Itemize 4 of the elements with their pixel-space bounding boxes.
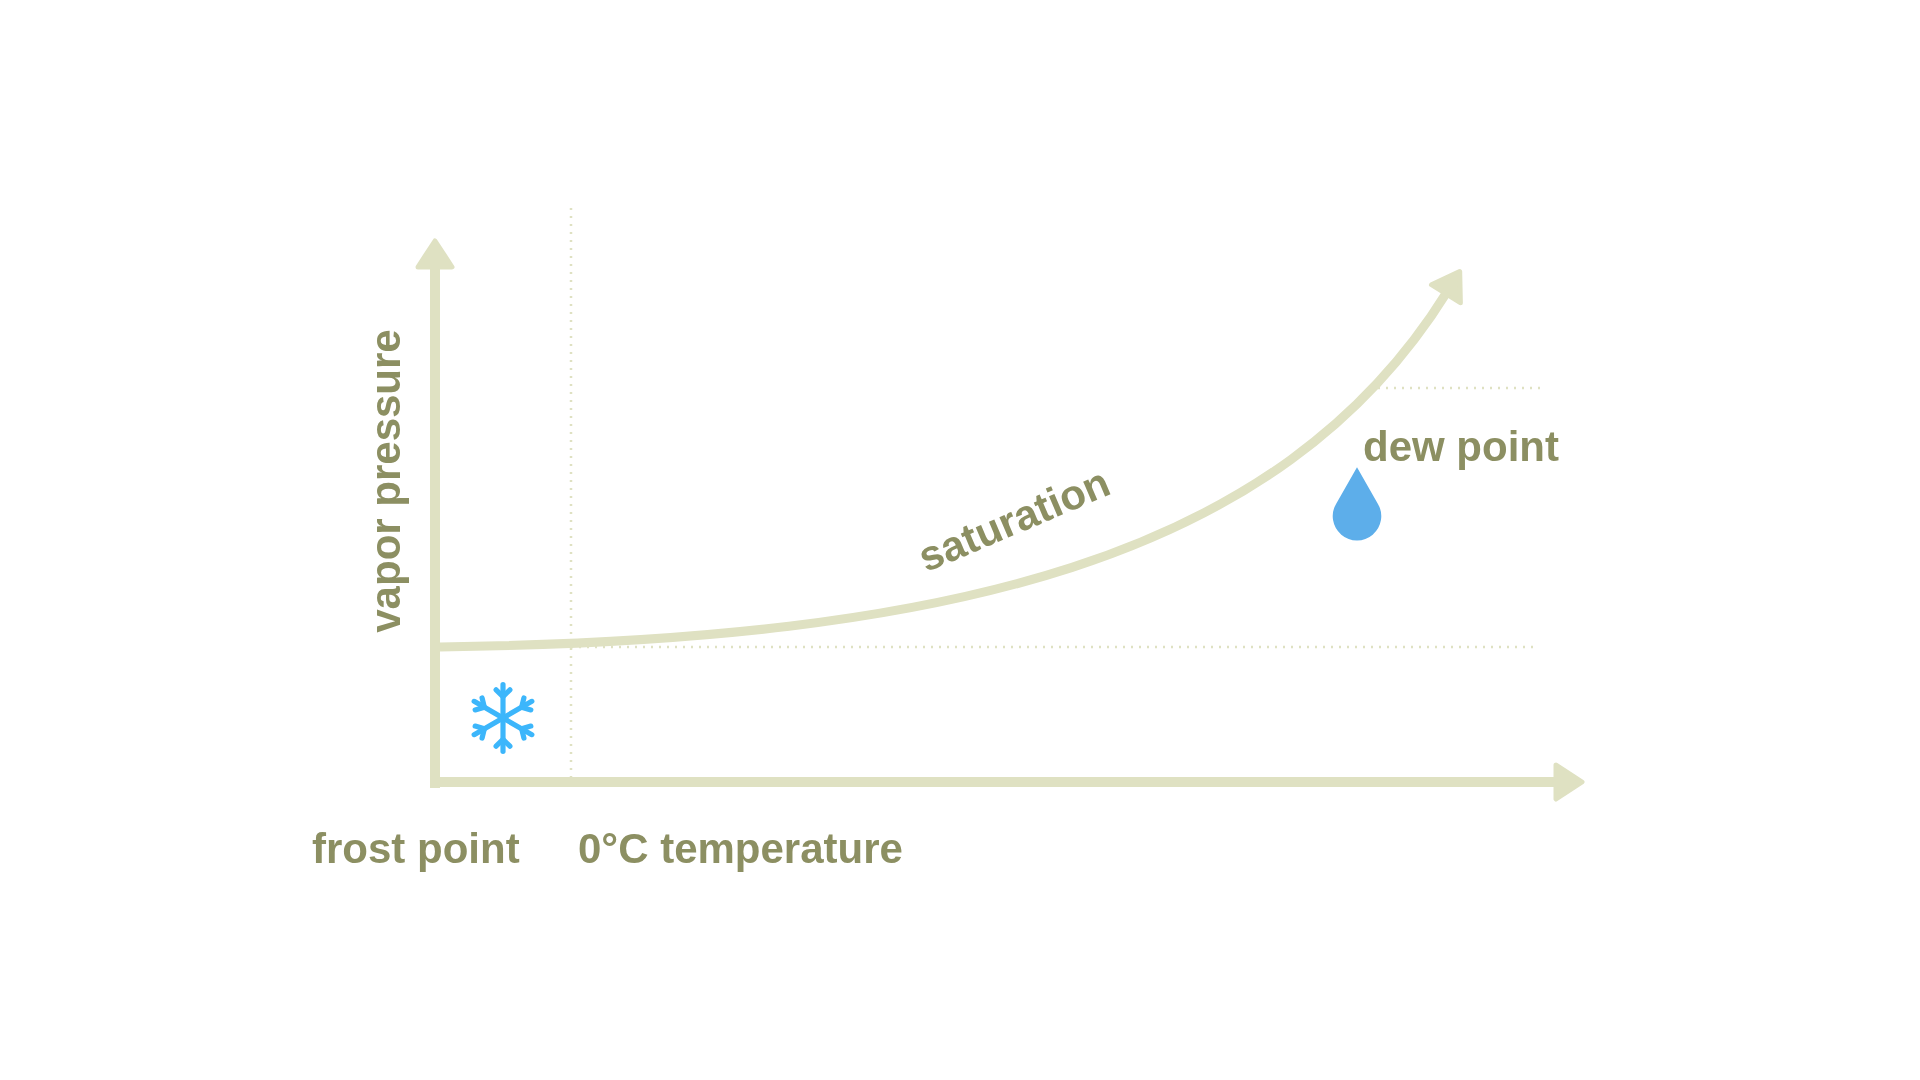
axis-title: vapor pressure	[365, 329, 407, 633]
axis-title: 0°C temperature	[578, 828, 903, 870]
point-label: frost point	[312, 828, 520, 870]
point-label: dew point	[1363, 426, 1559, 468]
